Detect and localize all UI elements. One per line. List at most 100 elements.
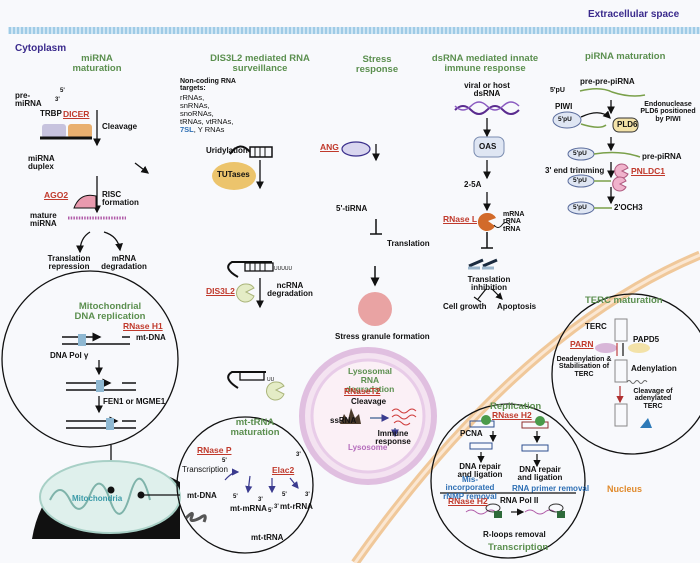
rnaseh2-panel	[430, 403, 586, 559]
ang-label[interactable]: ANG	[320, 142, 339, 152]
pre-mirna-label: pre-miRNA	[15, 91, 42, 109]
uridylation-label: Uridylation	[206, 146, 248, 155]
ang-enzyme	[341, 141, 371, 157]
dis3l2-pathway	[212, 145, 285, 401]
ago2-label[interactable]: AGO2	[44, 190, 69, 200]
translation-inhibition-label: Translation inhibition	[467, 275, 511, 293]
dsrna-source-label: viral or host dsRNA	[464, 81, 510, 99]
fen1-mgme1-label: FEN1 or MGME1	[103, 397, 166, 406]
pirna-pathway	[552, 88, 646, 215]
mt-rrna-label: mt-rRNA	[280, 502, 313, 511]
uuuuu-tail: UUUUU	[274, 266, 293, 272]
target-yrnas: , Y RNAs	[193, 125, 225, 134]
risc-formation-label: RISC formation	[102, 190, 139, 208]
piwi-protein	[552, 111, 582, 129]
cytoplasm-label: Cytoplasm	[15, 43, 67, 54]
elac2-label[interactable]: Elac2	[272, 465, 295, 475]
stress-pathway	[341, 141, 392, 326]
rna-primer-removal-label: RNA primer removal	[512, 484, 590, 493]
pld6-label: PLD6	[617, 120, 638, 129]
rnase-l-targets: mRNA rRNA tRNA	[503, 211, 525, 233]
lysosomal-title: Lysosomal RNA degradation	[345, 366, 395, 394]
target-7sl: 7SL	[180, 125, 194, 134]
mt-dna-label-2: mt-DNA	[187, 491, 217, 500]
endonuclease-label: Endonuclease PLD6 positioned by PIWI	[640, 101, 696, 123]
dna-pol-gamma-label: DNA Pol γ	[50, 351, 89, 360]
mt-trna-title: mt-tRNA maturation	[230, 417, 280, 438]
three-prime-label: 3'	[55, 97, 60, 103]
lysosome-label: Lysosome	[348, 443, 388, 452]
transcription-title: Transcription	[488, 542, 549, 553]
translation-repression-label: Translation repression	[47, 254, 91, 272]
target-trnas: tRNAs, vtRNAs,	[180, 117, 234, 126]
apoptosis-label: Apoptosis	[497, 302, 537, 311]
pre-pre-pirna-label: pre-pre-piRNA	[580, 77, 635, 86]
mitochondrion	[32, 460, 181, 539]
mt-5prime-1: 5'	[222, 458, 227, 464]
tutases-label: TUTases	[217, 170, 250, 179]
pnldc1-label[interactable]: PNLDC1	[631, 166, 666, 176]
dis3l2-pacman	[236, 283, 255, 303]
lysosome	[299, 347, 437, 485]
mt-5prime-4: 5'	[282, 492, 287, 498]
stress-granule	[358, 292, 392, 326]
mt-3prime-2: 3'	[258, 497, 263, 503]
rnase-h2-label-2[interactable]: RNase H2	[448, 496, 488, 506]
uu-tail: UU	[267, 377, 275, 383]
mt-trna-panel	[176, 416, 314, 554]
pnldc1-enzyme	[614, 163, 629, 179]
pre-pirna-label: pre-piRNA	[642, 152, 682, 161]
mrna-degradation-label: mRNA degradation	[101, 254, 147, 272]
terc-title: TERC maturation	[585, 295, 663, 306]
mirna-title: miRNA maturation	[72, 53, 122, 74]
cleavage-adenylated-label: Cleavage of adenylated TERC	[633, 388, 673, 410]
target-rrnas: rRNAs,	[180, 93, 205, 102]
pu-label-3: 5'pU	[573, 150, 587, 157]
mt-mrna-label: mt-mRNA	[230, 504, 267, 513]
dis3l2-label[interactable]: DIS3L2	[206, 286, 235, 296]
mt-dna-label: mt-DNA	[136, 333, 166, 342]
oas-enzyme	[473, 136, 505, 158]
rnase-l-label[interactable]: RNase L	[443, 214, 478, 224]
rnase-p-label[interactable]: RNase P	[197, 445, 232, 455]
parn-label[interactable]: PARN	[570, 339, 594, 349]
ssrna-label: ssRNA	[330, 416, 357, 425]
cell-growth-label: Cell growth	[443, 302, 487, 311]
dicer-protein	[68, 124, 92, 138]
target-snornas: snoRNAs,	[180, 109, 214, 118]
tirna-label: 5'-tiRNA	[336, 204, 368, 213]
extracellular-space-label: Extracellular space	[588, 9, 680, 20]
plasma-membrane	[8, 27, 700, 34]
mirna-pathway	[40, 110, 150, 254]
rna-pol-ii-label: RNA Pol II	[500, 496, 539, 505]
nucleus-label: Nucleus	[607, 484, 643, 494]
trbp-label: TRBP	[40, 109, 62, 118]
dna-repair-label-1: DNA repair and ligation	[457, 462, 503, 480]
mt-3prime-1: 3'	[296, 452, 301, 458]
mt-5prime-2: 5'	[233, 494, 238, 500]
papd5-label: PAPD5	[633, 335, 660, 344]
transcription-label: Transcription	[182, 465, 228, 474]
replication-title: Replication	[490, 401, 542, 412]
dis3l2-title: DIS3L2 mediated RNA surveillance	[210, 53, 310, 74]
dicer-label[interactable]: DICER	[63, 109, 90, 119]
dsrna-title: dsRNA mediated innate immune response	[431, 53, 539, 74]
stress-title: Stress response	[355, 54, 399, 75]
mature-mirna-label: mature miRNA	[30, 211, 57, 229]
end-trimming-label: 3' end trimming	[545, 166, 605, 175]
mito-replication-title: Mitochondrial DNA replication	[74, 301, 146, 322]
rnmp-removal-label: Mis-incorporated rNMP removal	[443, 475, 497, 501]
mito-replication-panel	[1, 270, 179, 490]
rnase-h1-label[interactable]: RNase H1	[123, 321, 163, 331]
terc-panel	[551, 293, 700, 455]
pu-label-5: 5'pU	[573, 204, 587, 211]
2-5a-label: 2-5A	[464, 180, 482, 189]
rnase-h2-label[interactable]: RNase H2	[492, 410, 532, 420]
dna-repair-label-2: DNA repair and ligation	[517, 465, 563, 483]
adenylation-label: Adenylation	[631, 364, 677, 373]
rnaset2-label[interactable]: RNaseT2	[344, 386, 381, 396]
five-prime-label: 5'	[60, 88, 65, 94]
och3-label: 2'OCH3	[614, 203, 643, 212]
pirna-title: piRNA maturation	[585, 51, 666, 62]
